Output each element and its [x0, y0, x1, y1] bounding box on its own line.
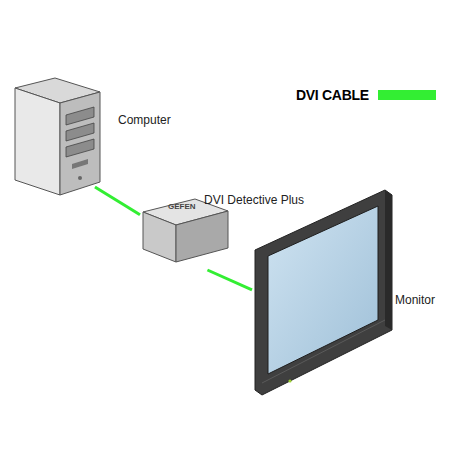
device-label: DVI Detective Plus [204, 193, 304, 207]
device-node: Monitor [252, 185, 442, 400]
device-label: Monitor [395, 293, 435, 307]
device-label: Computer [118, 113, 171, 127]
legend-swatch [378, 90, 436, 100]
legend-item: DVI CABLE [296, 85, 436, 103]
brand-logo: GEFEN [168, 202, 196, 211]
dvi-cable [207, 270, 252, 290]
device-node: Computer [12, 75, 182, 187]
monitor [255, 190, 392, 395]
dvi-cable [95, 187, 140, 215]
computer-tower [15, 78, 100, 195]
legend: DVI CABLE [296, 85, 436, 105]
detective-box [143, 199, 228, 262]
legend-text: DVI CABLE [296, 87, 369, 103]
device-node: DVI Detective Plus [140, 190, 306, 270]
